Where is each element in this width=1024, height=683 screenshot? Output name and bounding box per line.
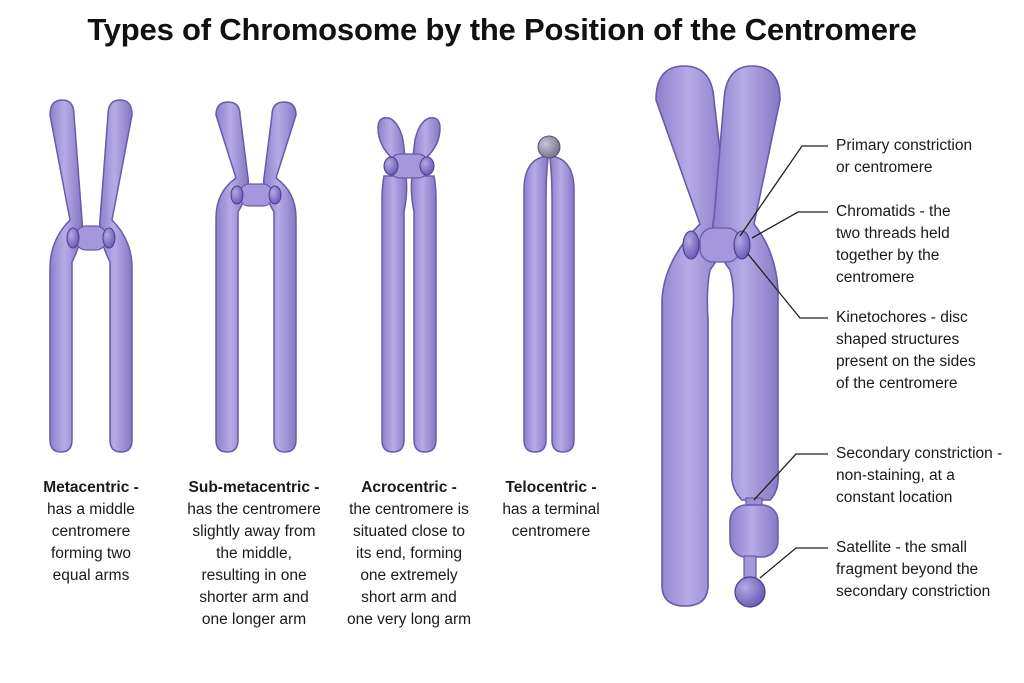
chromatid-left (215, 101, 250, 453)
caption-line: centromere (511, 523, 591, 540)
leader-satellite (759, 547, 828, 579)
kinetochore-right (268, 185, 282, 205)
long-arm-left (381, 175, 408, 453)
centromere (239, 183, 273, 207)
caption-line: has the centromere (187, 501, 321, 518)
caption-line: centromere (51, 523, 131, 540)
label-chromatids: Chromatids - the two threads held togeth… (836, 201, 951, 289)
submetacentric-chromosome (215, 101, 297, 453)
caption-submetacentric: Sub-metacentric - has the centromere sli… (172, 477, 336, 631)
leader-lines (739, 145, 828, 579)
chromatid-right (549, 155, 575, 453)
label-secondary-constriction: Secondary constriction - non-staining, a… (836, 443, 1002, 509)
label-line: present on the sides (836, 353, 976, 370)
chromatid-left (655, 65, 730, 607)
caption-line: the middle, (216, 545, 292, 562)
chromatid-right (262, 101, 297, 453)
chromatid-right (98, 99, 133, 453)
label-line: Kinetochores - disc (836, 309, 968, 326)
caption-line: has a terminal (502, 501, 600, 518)
short-arm-right (412, 116, 441, 159)
kinetochore-left (66, 227, 80, 249)
kinetochore-left (383, 156, 399, 176)
metacentric-chromosome (49, 99, 133, 453)
chromatid-left (523, 155, 549, 453)
caption-line: its end, forming (356, 545, 462, 562)
telocentric-chromosome (523, 135, 575, 453)
labelled-chromosome (655, 65, 781, 608)
centromere (75, 225, 107, 251)
caption-line: shorter arm and (199, 589, 309, 606)
satellite-stalk (743, 555, 757, 579)
label-primary-constriction: Primary constriction or centromere (836, 135, 972, 179)
acrocentric-chromosome (377, 116, 441, 453)
caption-acrocentric: Acrocentric - the centromere is situated… (336, 477, 482, 631)
satellite-knob (734, 576, 766, 608)
label-line: secondary constriction (836, 583, 991, 600)
kinetochore-left (230, 185, 244, 205)
leader-kinetochores (747, 253, 828, 319)
label-line: Satellite - the small (836, 539, 967, 556)
caption-line: forming two (50, 545, 132, 562)
caption-telocentric: Telocentric - has a terminal centromere (486, 477, 616, 543)
satellite-body (729, 504, 779, 558)
label-line: non-staining, at a (836, 467, 955, 484)
page-title: Types of Chromosome by the Position of t… (87, 12, 917, 47)
kinetochore-right (419, 156, 435, 176)
label-line: Chromatids - the (836, 203, 951, 220)
caption-line: one extremely (360, 567, 458, 584)
terminal-centromere (537, 135, 561, 159)
label-line: together by the (836, 247, 940, 264)
label-line: Secondary constriction - (836, 445, 1003, 462)
kinetochore-right (733, 230, 751, 260)
short-arm-left (377, 116, 406, 159)
caption-title: Metacentric - (43, 479, 139, 496)
caption-line: slightly away from (192, 523, 316, 540)
caption-line: resulting in one (201, 567, 307, 584)
label-line: constant location (836, 489, 953, 506)
chromatid-right (711, 65, 781, 501)
caption-title: Acrocentric - (361, 479, 457, 496)
caption-line: one longer arm (201, 611, 307, 628)
caption-line: one very long arm (346, 611, 472, 628)
kinetochore-right (102, 227, 116, 249)
leader-chromatids (751, 211, 828, 239)
caption-title: Sub-metacentric - (188, 479, 320, 496)
label-line: Primary constriction (836, 137, 973, 154)
label-line: two threads held (836, 225, 950, 242)
caption-line: situated close to (352, 523, 465, 540)
caption-metacentric: Metacentric - has a middle centromere fo… (10, 477, 172, 587)
label-satellite: Satellite - the small fragment beyond th… (836, 537, 990, 603)
label-line: or centromere (836, 159, 933, 176)
leader-primary-constriction (739, 145, 828, 237)
label-line: fragment beyond the (836, 561, 979, 578)
chromatid-left (49, 99, 84, 453)
long-arm-right (410, 175, 437, 453)
leader-secondary-constriction (753, 453, 828, 501)
kinetochore-left (682, 230, 700, 260)
caption-line: equal arms (52, 567, 130, 584)
caption-line: the centromere is (349, 501, 469, 518)
label-line: of the centromere (836, 375, 958, 392)
label-line: centromere (836, 269, 915, 286)
label-line: shaped structures (836, 331, 960, 348)
caption-line: has a middle (47, 501, 135, 518)
label-kinetochores: Kinetochores - disc shaped structures pr… (836, 307, 976, 395)
caption-title: Telocentric - (505, 479, 597, 496)
caption-line: short arm and (361, 589, 457, 606)
